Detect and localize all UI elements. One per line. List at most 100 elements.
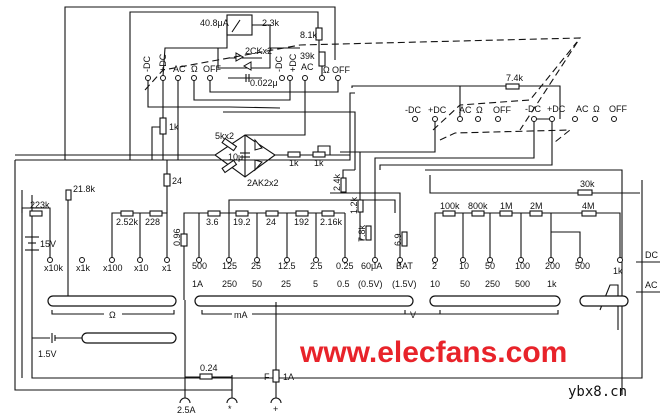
special-range: (1.5V): [392, 279, 417, 289]
ohm-r-shunt: 21.8k: [73, 184, 96, 194]
volt-range: 2: [432, 261, 437, 271]
switch-label: Ω: [476, 105, 483, 115]
terminal: [279, 75, 285, 81]
ma-range: 500: [192, 261, 207, 271]
ohm-range: x1k: [76, 263, 91, 273]
meter-resistance: 2.3k: [262, 18, 280, 28]
jack-2-5a-label: 2.5A: [177, 405, 196, 415]
ac-input-label: AC: [645, 280, 658, 290]
volt-range: 200: [545, 261, 560, 271]
volt-group-label: V: [410, 310, 416, 320]
terminal: [335, 75, 341, 81]
volt-resistor: 1M: [500, 201, 513, 211]
terminal: [617, 257, 623, 263]
ohm-battery: 15V: [40, 239, 56, 249]
volt-range: 500: [515, 279, 530, 289]
volt-range: 50: [485, 261, 495, 271]
ma-range: 25: [281, 279, 291, 289]
switch-label: +DC: [428, 105, 447, 115]
rectifier-capacitor: 10μ: [228, 152, 243, 162]
volt-range: 500: [575, 261, 590, 271]
ma-range: 5: [313, 279, 318, 289]
terminal: [196, 257, 202, 263]
volt-range: 50: [460, 279, 470, 289]
ma-range: 1A: [192, 279, 203, 289]
terminal: [254, 257, 260, 263]
diodes-label: 2CKx2: [245, 46, 272, 56]
switch-label: -DC: [405, 105, 421, 115]
ohm-range: x1: [162, 263, 172, 273]
corner-watermark: ybx8.cn: [568, 384, 627, 400]
pot-39k: 39k: [300, 51, 315, 61]
terminal: [175, 75, 181, 81]
switch-label: AC: [173, 64, 186, 74]
switch-label: AC: [576, 104, 589, 114]
terminal: [160, 75, 166, 81]
ohm-r-batt: 223k: [30, 200, 50, 210]
jack: [179, 397, 191, 404]
meter-box: [226, 14, 253, 36]
jack-common-label: *: [228, 404, 232, 414]
volt-range: 10: [459, 261, 469, 271]
rectifier-r24: 24: [172, 176, 182, 186]
ma-labels: 3.6 19.2 24 192 2.16k 500 125 25 12.5 2.…: [192, 217, 354, 320]
terminal: [457, 116, 463, 122]
terminal: [226, 257, 232, 263]
jack: [226, 397, 238, 404]
terminal: [572, 116, 578, 122]
terminal: [518, 257, 524, 263]
ohm-r2: 228: [145, 217, 160, 227]
special-r: 2.4k: [332, 173, 342, 191]
wires: [14, 6, 660, 398]
terminal: [487, 257, 493, 263]
r-7-4k: 7.4k: [506, 73, 524, 83]
volt-resistor: 800k: [468, 201, 488, 211]
terminal: [137, 257, 143, 263]
special-labels: 2.4k 1.2k 7.8k 6.9 60μA BAT (0.5V) (1.5V…: [332, 173, 417, 289]
switch-label: +DC: [547, 104, 566, 114]
ma-range: 0.5: [337, 279, 350, 289]
terminals: [47, 75, 623, 404]
ohm-battery2: 1.5V: [38, 349, 57, 359]
switch-label: OFF: [609, 104, 627, 114]
volt-resistor: 4M: [582, 201, 595, 211]
switch-label: +DC: [288, 53, 298, 72]
ma-resistor: 3.6: [206, 217, 219, 227]
terminal: [287, 75, 293, 81]
terminal: [372, 257, 378, 263]
volt-labels: 100k 800k 1M 2M 4M 30k 2 10 50 100 200 5…: [410, 179, 658, 320]
meter-current: 40.8μA: [200, 18, 229, 28]
volt-resistor: 100k: [440, 201, 460, 211]
terminal: [611, 116, 617, 122]
r-8-1k: 8.1k: [300, 30, 318, 40]
ohm-range: x10: [134, 263, 149, 273]
switch-label: OFF: [332, 65, 350, 75]
jack-plus-label: +: [273, 404, 278, 414]
terminal: [592, 116, 598, 122]
special-range: 60μA: [361, 261, 382, 271]
ohm-r1: 2.52k: [116, 217, 139, 227]
terminal: [109, 257, 115, 263]
terminal: [432, 257, 438, 263]
special-r: 1.2k: [349, 196, 359, 214]
volt-resistor: 2M: [530, 201, 543, 211]
switch-label: -DC: [274, 56, 284, 72]
switch-c-labels: -DC +DC AC Ω OFF: [405, 105, 511, 115]
terminal: [531, 116, 537, 122]
ma-range: 2.5: [310, 261, 323, 271]
terminal: [342, 257, 348, 263]
switch-label: Ω: [191, 64, 198, 74]
terminal: [47, 257, 53, 263]
terminal: [549, 116, 555, 122]
switch-b-labels: -DC +DC AC Ω OFF: [274, 53, 350, 75]
ma-range: 25: [251, 261, 261, 271]
ma-selector-slot: [194, 295, 414, 307]
battery-selector-slot: [81, 332, 177, 344]
ma-resistor: 19.2: [233, 217, 251, 227]
terminal: [319, 75, 325, 81]
terminal: [460, 257, 466, 263]
terminal: [313, 257, 319, 263]
rectifier-diodes: 2AK2x2: [247, 178, 279, 188]
switch-label: AC: [301, 62, 314, 72]
